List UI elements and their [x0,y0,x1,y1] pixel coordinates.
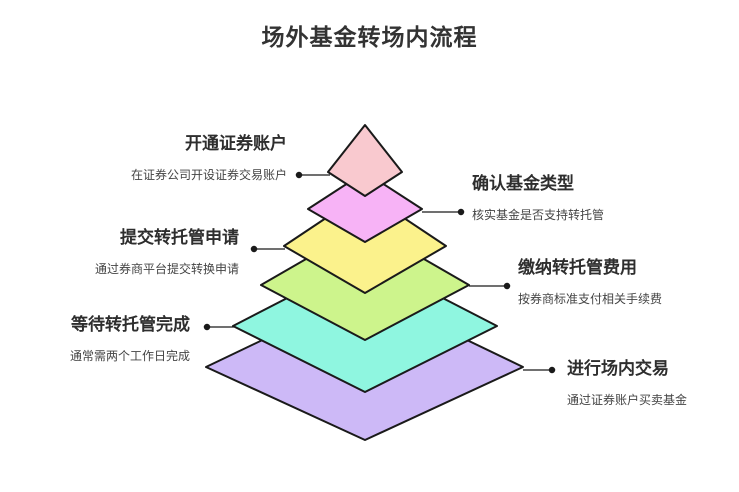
connector-dot-step-4 [503,282,511,290]
step-1-description: 在证券公司开设证券交易账户 [130,168,287,182]
connector-dot-step-1 [295,171,303,179]
step-6-title: 进行场内交易 [567,359,669,379]
step-1-label: 开通证券账户 在证券公司开设证券交易账户 [131,133,287,183]
connector-dot-step-5 [203,323,211,331]
step-5-title: 等待转托管完成 [71,315,190,335]
step-5-description: 通常需两个工作日完成 [69,349,190,363]
step-4-label: 缴纳转托管费用 按券商标准支付相关手续费 [518,257,662,307]
step-4-description: 按券商标准支付相关手续费 [518,292,663,306]
connector-dot-step-6 [548,366,556,374]
step-6-label: 进行场内交易 通过证券账户买卖基金 [567,358,687,408]
connector-dot-step-2 [457,208,465,216]
step-1-title: 开通证券账户 [185,134,287,154]
step-3-description: 通过券商平台提交转换申请 [94,262,239,276]
step-2-description: 核实基金是否支持转托管 [472,208,605,222]
step-5-label: 等待转托管完成 通常需两个工作日完成 [70,314,190,364]
diagram-title: 场外基金转场内流程 [261,25,478,51]
step-3-label: 提交转托管申请 通过券商平台提交转换申请 [95,227,239,277]
step-2-label: 确认基金类型 核实基金是否支持转托管 [472,173,604,223]
step-4-title: 缴纳转托管费用 [518,258,637,278]
pyramid-layer-2 [307,171,423,243]
pyramid-layer-1 [327,124,403,197]
step-2-title: 确认基金类型 [472,174,574,194]
step-6-description: 通过证券账户买卖基金 [567,393,688,407]
step-3-title: 提交转托管申请 [120,228,239,248]
connector-dot-step-3 [250,245,258,253]
